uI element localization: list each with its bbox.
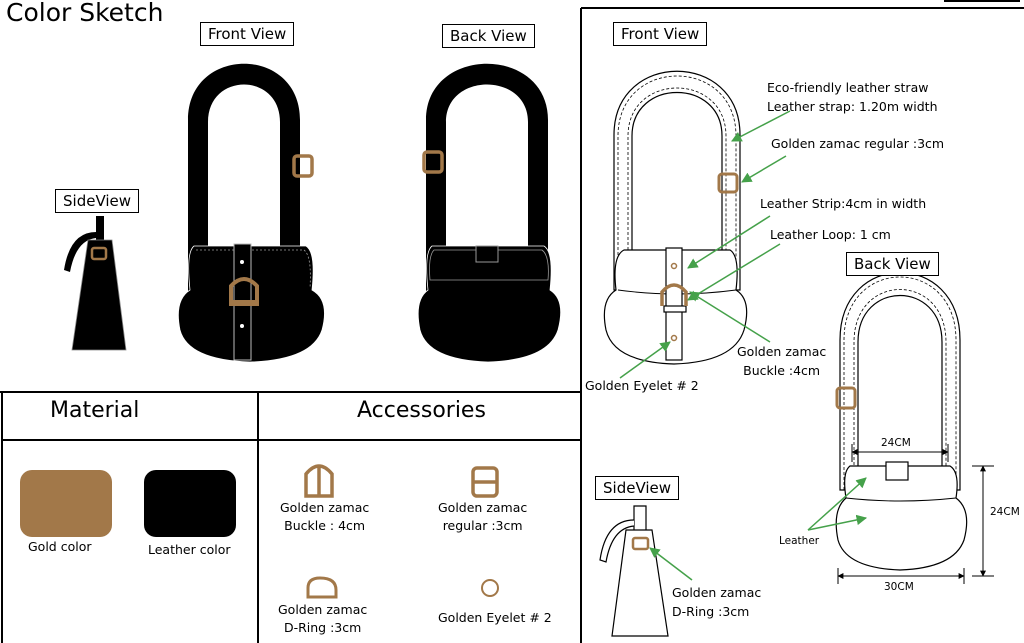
page-title: Color Sketch — [6, 0, 164, 27]
buckle-callout: Golden zamac Buckle :4cm — [737, 342, 826, 380]
back-view-label-left: Back View — [442, 24, 535, 48]
back-view-bag-outline — [835, 271, 968, 571]
back-view-bag-black — [417, 63, 562, 363]
strap-callout: Eco-friendly leather straw Leather strap… — [767, 78, 938, 116]
buckle-caption-line2: Buckle : 4cm — [284, 518, 366, 533]
material-header: Material — [50, 398, 140, 423]
dring-callout-line1: Golden zamac — [672, 585, 762, 600]
side-view-bag-outline — [599, 505, 669, 637]
callout-arrows — [619, 110, 868, 581]
loop-callout: Leather Loop: 1 cm — [770, 227, 891, 242]
back-view-label-right: Back View — [846, 252, 939, 276]
eyelet-caption: Golden Eyelet # 2 — [438, 610, 552, 625]
regular-caption: Golden zamac regular :3cm — [438, 499, 527, 535]
eyelet-callout: Golden Eyelet # 2 — [585, 378, 699, 393]
front-buckle — [229, 277, 259, 306]
gold-swatch — [20, 470, 112, 537]
eyelet-icon — [481, 579, 499, 597]
regular-callout: Golden zamac regular :3cm — [771, 136, 945, 151]
buckle-caption: Golden zamac Buckle : 4cm — [280, 499, 369, 535]
dring-icon — [306, 576, 338, 599]
front-view-bag-outline — [603, 70, 748, 365]
buckle-callout-line2: Buckle :4cm — [743, 363, 821, 378]
leather-label: Leather — [779, 535, 820, 547]
side-view-label-right: SideView — [595, 476, 680, 500]
back-regular-ring — [422, 150, 444, 174]
regular-icon — [471, 466, 499, 498]
dring-caption-line2: D-Ring :3cm — [283, 620, 362, 635]
front-view-label-left: Front View — [200, 22, 295, 46]
dring-callout-line2: D-Ring :3cm — [672, 604, 750, 619]
leather-swatch — [144, 470, 236, 537]
strap-callout-line2: Leather strap: 1.20m width — [767, 99, 938, 114]
strap-callout-line1: Eco-friendly leather straw — [767, 80, 929, 95]
regular-caption-line2: regular :3cm — [442, 518, 523, 533]
buckle-caption-line1: Golden zamac — [280, 500, 370, 515]
flap-width-dimension: 24CM — [881, 437, 911, 449]
regular-caption-line1: Golden zamac — [438, 500, 528, 515]
dring-caption-line1: Golden zamac — [278, 602, 368, 617]
side-view-label-left: SideView — [55, 189, 140, 213]
gold-color-label: Gold color — [28, 539, 92, 554]
dring-caption: Golden zamac D-Ring :3cm — [278, 601, 367, 637]
dring-callout: Golden zamac D-Ring :3cm — [672, 583, 761, 621]
bottom-width-dimension: 30CM — [884, 581, 914, 593]
buckle-callout-line1: Golden zamac — [737, 344, 827, 359]
height-dimension: 24CM — [990, 506, 1020, 518]
front-regular-ring — [292, 154, 314, 178]
strip-callout: Leather Strip:4cm in width — [760, 196, 927, 211]
side-view-bag-black — [64, 216, 127, 351]
front-view-label-right: Front View — [613, 22, 708, 46]
leather-color-label: Leather color — [148, 542, 231, 557]
accessories-header: Accessories — [357, 398, 486, 423]
front-view-bag-black — [177, 63, 325, 363]
buckle-icon — [304, 464, 334, 498]
dimension-lines — [837, 444, 994, 584]
